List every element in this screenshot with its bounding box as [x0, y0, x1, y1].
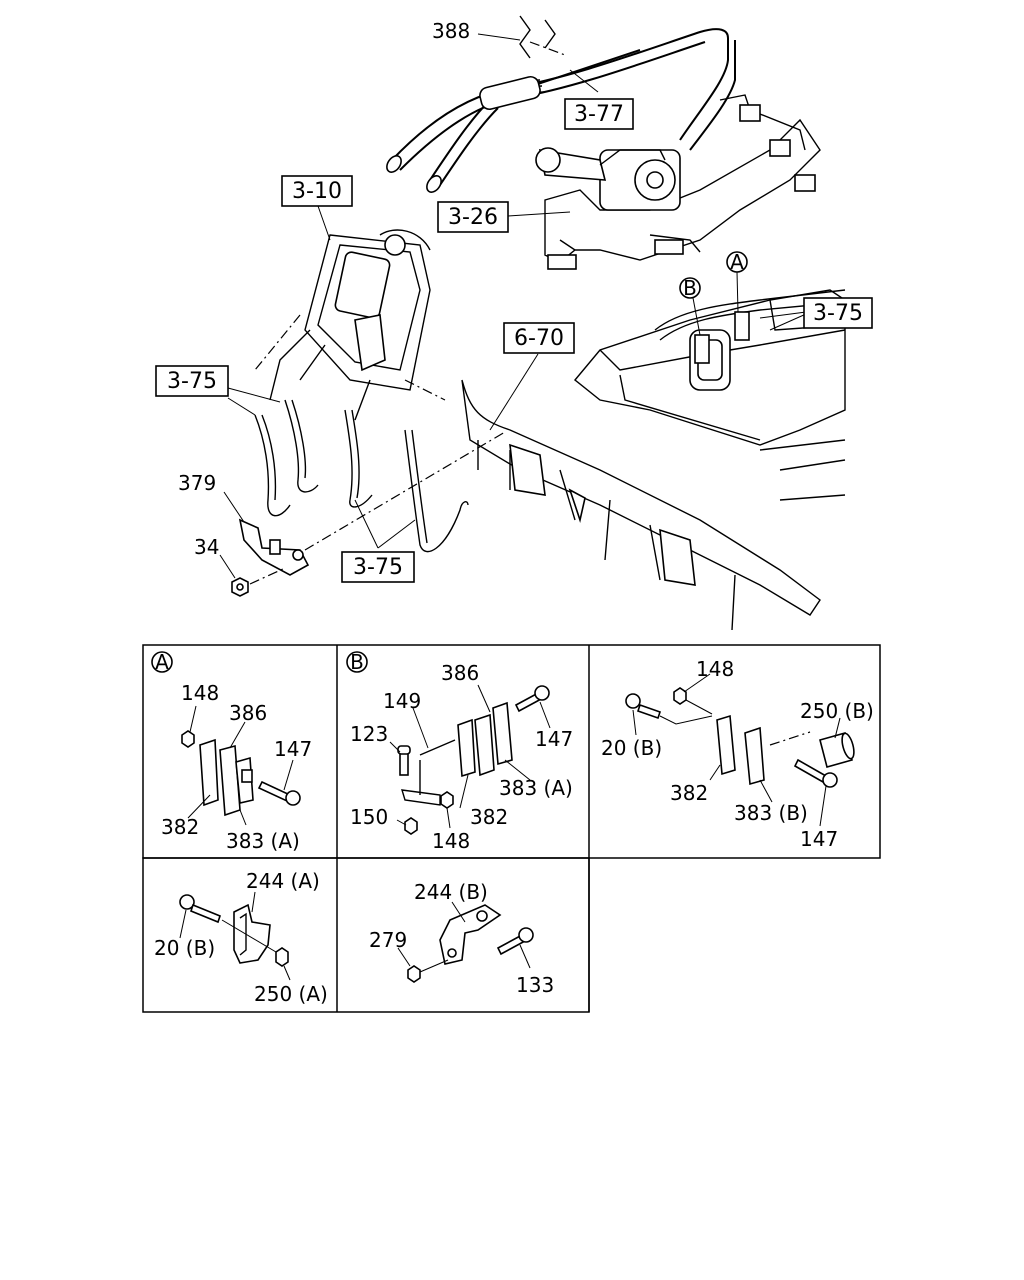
svg-text:244 (B): 244 (B): [414, 880, 488, 904]
svg-text:3-75: 3-75: [813, 301, 863, 326]
svg-text:3-10: 3-10: [292, 179, 342, 204]
svg-text:3-26: 3-26: [448, 205, 498, 230]
svg-text:148: 148: [432, 829, 470, 853]
svg-text:A: A: [155, 650, 169, 674]
valve-assembly: [535, 94, 821, 270]
hose-assembly: [386, 15, 736, 193]
detail-panels-frame: [142, 644, 881, 1013]
svg-text:149: 149: [383, 689, 421, 713]
ref-3-26: 3-26: [437, 201, 509, 233]
ref-3-75-left: 3-75: [155, 365, 229, 397]
svg-text:147: 147: [535, 727, 573, 751]
svg-text:383 (B): 383 (B): [734, 801, 808, 825]
svg-text:386: 386: [229, 701, 267, 725]
ref-3-77: 3-77: [564, 98, 634, 130]
detail-d: 244 (A) 20 (B) 250 (A): [154, 869, 328, 1006]
svg-text:133: 133: [516, 973, 554, 997]
svg-text:382: 382: [670, 781, 708, 805]
svg-text:A: A: [730, 250, 744, 274]
part-379: 379: [178, 471, 216, 495]
marker-b: B: [679, 276, 701, 300]
marker-a: A: [726, 250, 748, 274]
main-illustration: 3-77 3-10 3-26 3-75 6-70 3-75 3-75 388 3…: [155, 15, 873, 631]
svg-text:147: 147: [800, 827, 838, 851]
svg-text:383 (A): 383 (A): [226, 829, 300, 853]
clips-right: [692, 271, 807, 364]
svg-text:20 (B): 20 (B): [601, 736, 662, 760]
svg-text:B: B: [683, 276, 697, 300]
svg-text:3-77: 3-77: [574, 102, 624, 127]
svg-text:148: 148: [696, 657, 734, 681]
svg-text:250 (B): 250 (B): [800, 699, 874, 723]
svg-text:3-75: 3-75: [167, 369, 217, 394]
svg-text:123: 123: [350, 722, 388, 746]
detail-a: A 148 386 147 382 383 (A): [151, 650, 312, 853]
svg-text:250 (A): 250 (A): [254, 982, 328, 1006]
pipes-left: [254, 314, 469, 553]
svg-text:3-75: 3-75: [353, 555, 403, 580]
ref-3-10: 3-10: [281, 175, 353, 207]
svg-text:386: 386: [441, 661, 479, 685]
svg-text:244 (A): 244 (A): [246, 869, 320, 893]
svg-text:148: 148: [181, 681, 219, 705]
detail-b: B 149 386 147 123 383 (A) 150 382 148: [346, 650, 573, 853]
part-388: 388: [432, 19, 470, 43]
bracket-379: [219, 431, 506, 597]
svg-text:B: B: [350, 650, 364, 674]
svg-text:6-70: 6-70: [514, 326, 564, 351]
part-34: 34: [194, 535, 219, 559]
svg-text:20 (B): 20 (B): [154, 936, 215, 960]
ref-3-75-right: 3-75: [803, 297, 873, 329]
svg-text:279: 279: [369, 928, 407, 952]
svg-text:150: 150: [350, 805, 388, 829]
detail-c: 148 250 (B) 20 (B) 382 383 (B) 147: [601, 657, 874, 851]
pump-assembly: [269, 229, 431, 421]
detail-e: 244 (B) 279 133: [369, 880, 554, 997]
svg-text:382: 382: [161, 815, 199, 839]
ref-3-75-bottom: 3-75: [341, 551, 415, 583]
ref-6-70: 6-70: [503, 322, 575, 354]
svg-text:147: 147: [274, 737, 312, 761]
svg-text:382: 382: [470, 805, 508, 829]
svg-text:383 (A): 383 (A): [499, 776, 573, 800]
